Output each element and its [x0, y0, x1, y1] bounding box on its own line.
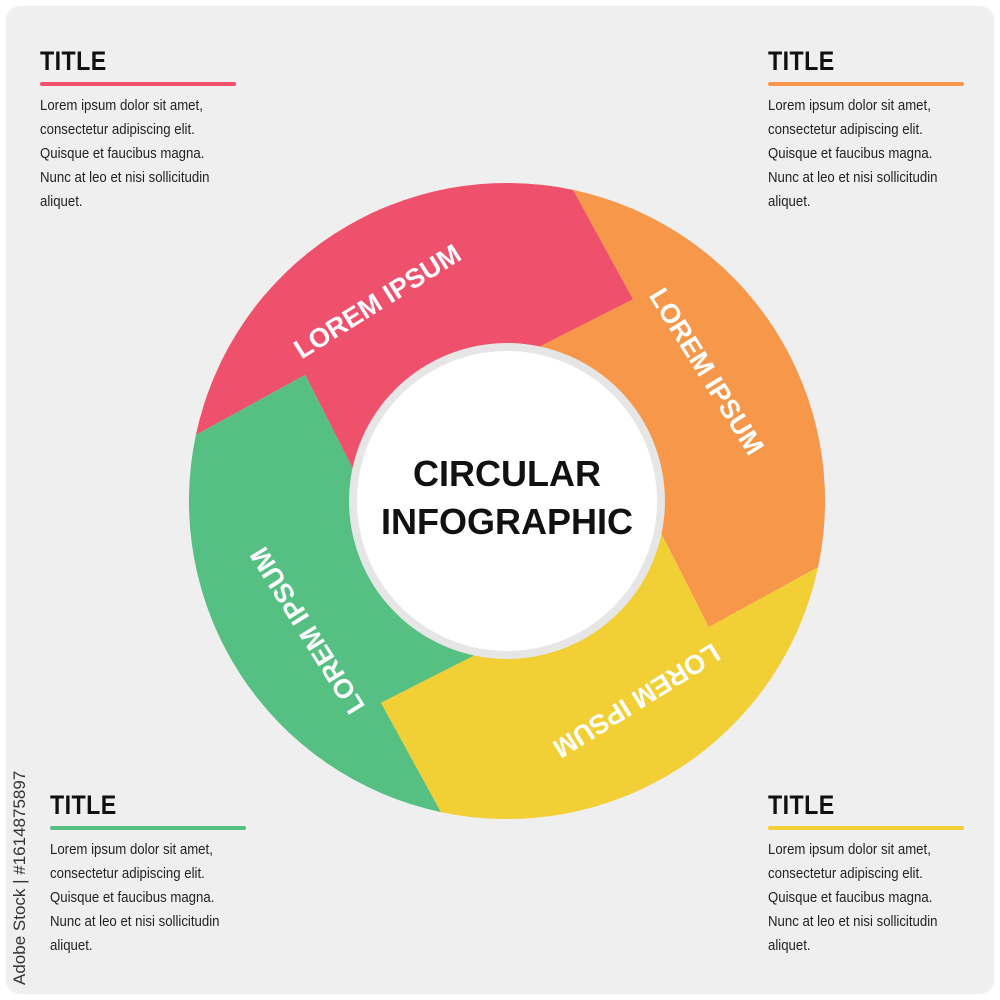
- body-line: Nunc at leo et nisi sollicitudin: [50, 913, 220, 930]
- body-line: aliquet.: [768, 937, 811, 954]
- block-body: Lorem ipsum dolor sit amet, consectetur …: [40, 94, 256, 214]
- center-circle: [357, 351, 657, 651]
- body-line: Lorem ipsum dolor sit amet,: [768, 841, 931, 858]
- info-block-top-left: TITLE Lorem ipsum dolor sit amet, consec…: [40, 46, 255, 214]
- block-body: Lorem ipsum dolor sit amet, consectetur …: [768, 838, 984, 958]
- body-line: Nunc at leo et nisi sollicitudin: [768, 913, 938, 930]
- body-line: Lorem ipsum dolor sit amet,: [40, 97, 203, 114]
- ring-segment-4: [188, 374, 475, 813]
- body-line: consectetur adipiscing elit.: [768, 121, 923, 138]
- ring-segment-2: [539, 189, 826, 628]
- body-line: aliquet.: [40, 193, 83, 210]
- block-title: TITLE: [768, 790, 835, 820]
- body-line: consectetur adipiscing elit.: [768, 865, 923, 882]
- body-line: Quisque et faucibus magna.: [40, 145, 205, 162]
- body-line: Quisque et faucibus magna.: [50, 889, 215, 906]
- block-title: TITLE: [50, 790, 117, 820]
- info-block-bottom-left: TITLE Lorem ipsum dolor sit amet, consec…: [50, 790, 265, 958]
- body-line: Lorem ipsum dolor sit amet,: [50, 841, 213, 858]
- body-line: Nunc at leo et nisi sollicitudin: [40, 169, 210, 186]
- body-line: Nunc at leo et nisi sollicitudin: [768, 169, 938, 186]
- ring-segment-1: [195, 182, 634, 469]
- ring-segment-3: [380, 533, 819, 820]
- body-line: aliquet.: [50, 937, 93, 954]
- block-title: TITLE: [40, 46, 107, 76]
- body-line: consectetur adipiscing elit.: [40, 121, 195, 138]
- title-underline: [768, 82, 964, 86]
- block-body: Lorem ipsum dolor sit amet, consectetur …: [768, 94, 984, 214]
- title-underline: [768, 826, 964, 830]
- info-block-top-right: TITLE Lorem ipsum dolor sit amet, consec…: [768, 46, 983, 214]
- body-line: aliquet.: [768, 193, 811, 210]
- title-underline: [50, 826, 246, 830]
- stock-credit: Adobe Stock | #1614875897: [10, 770, 29, 985]
- title-underline: [40, 82, 236, 86]
- body-line: Quisque et faucibus magna.: [768, 145, 933, 162]
- body-line: Quisque et faucibus magna.: [768, 889, 933, 906]
- block-body: Lorem ipsum dolor sit amet, consectetur …: [50, 838, 266, 958]
- block-title: TITLE: [768, 46, 835, 76]
- center-title-line1: CIRCULAR: [413, 453, 601, 494]
- body-line: consectetur adipiscing elit.: [50, 865, 205, 882]
- center-title-line2: INFOGRAPHIC: [381, 501, 633, 542]
- info-block-bottom-right: TITLE Lorem ipsum dolor sit amet, consec…: [768, 790, 983, 958]
- body-line: Lorem ipsum dolor sit amet,: [768, 97, 931, 114]
